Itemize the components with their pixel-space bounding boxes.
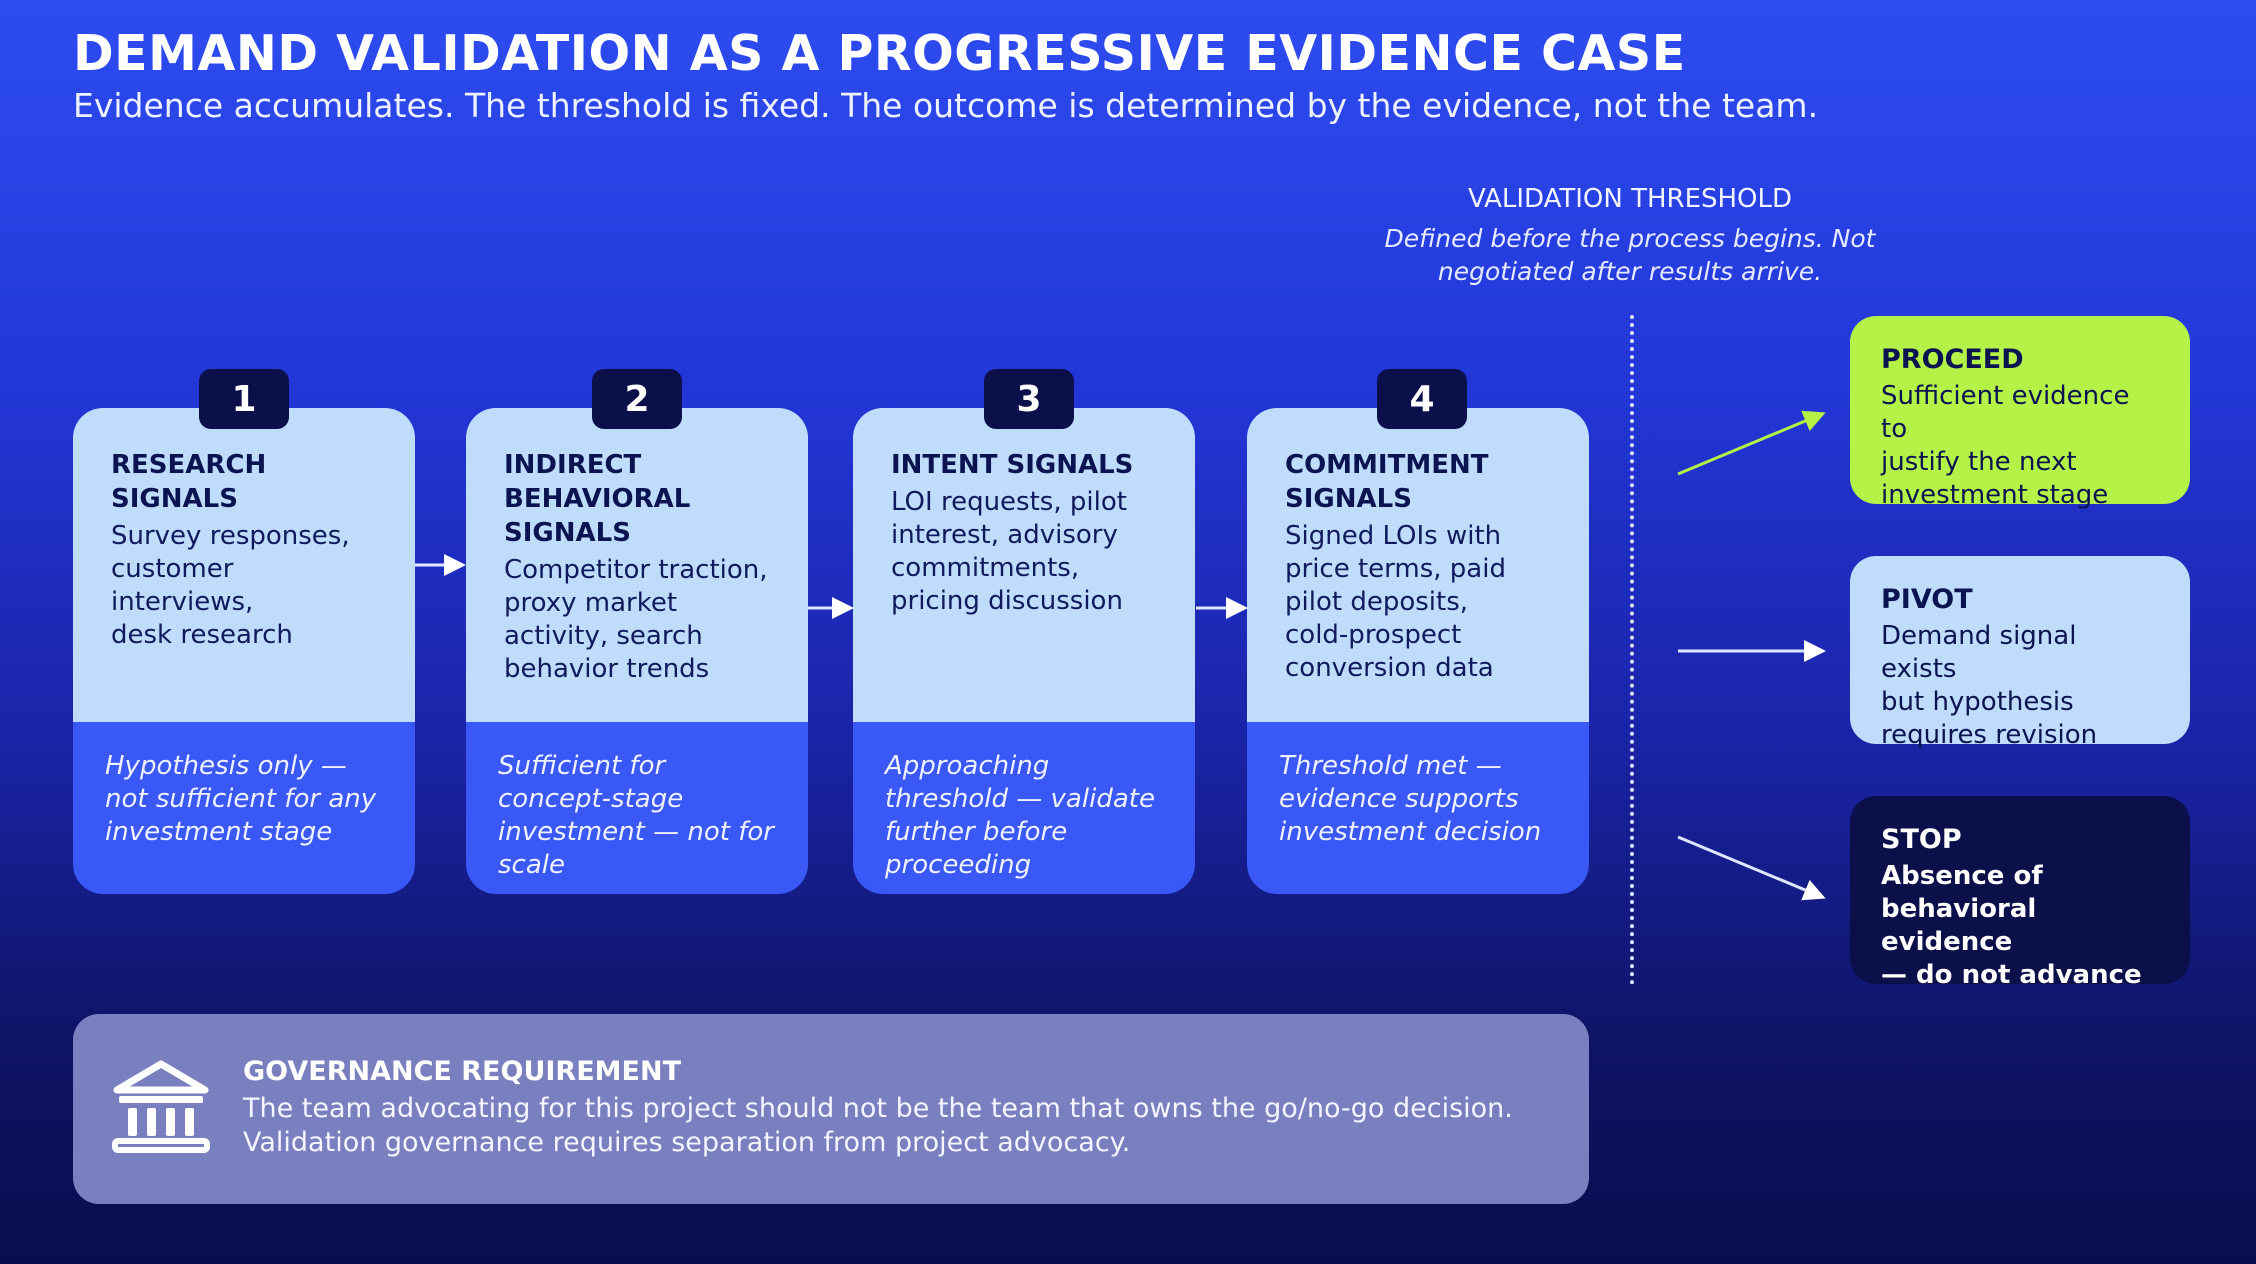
stage-assessment: Sufficient for concept-stage investment … [498,751,774,880]
stage-assessment: Approaching threshold — validate further… [885,751,1155,880]
page-subtitle: Evidence accumulates. The threshold is f… [73,86,1819,125]
stage-title: INTENT SIGNALS [891,450,1134,480]
governance-title: GOVERNANCE REQUIREMENT [243,1056,681,1087]
governance-panel: GOVERNANCE REQUIREMENT The team advocati… [73,1014,1589,1204]
stage-card-top: INDIRECT BEHAVIORAL SIGNALS Competitor t… [466,408,808,722]
stage-title: COMMITMENT SIGNALS [1285,450,1489,514]
stage-title: RESEARCH SIGNALS [111,450,267,514]
outcome-description: Demand signal exists but hypothesis requ… [1881,621,2098,750]
stage-card-top: COMMITMENT SIGNALS Signed LOIs with pric… [1247,408,1589,722]
outcome-pivot: PIVOT Demand signal exists but hypothesi… [1850,556,2190,750]
stage-assessment: Hypothesis only — not sufficient for any… [105,751,377,847]
governance-text: The team advocating for this project sho… [243,1093,1513,1158]
outcome-title: PIVOT [1881,584,1973,615]
page-title: DEMAND VALIDATION AS A PROGRESSIVE EVIDE… [73,25,1686,82]
stage-card-top: INTENT SIGNALS LOI requests, pilot inter… [853,408,1195,722]
bank-icon [112,1060,210,1153]
stage-description: Signed LOIs with price terms, paid pilot… [1285,521,1506,683]
stage-number-badge: 2 [592,369,682,429]
stage-description: Competitor traction, proxy market activi… [504,555,768,684]
outcome-proceed: PROCEED Sufficient evidence to justify t… [1850,316,2190,510]
stage-card-indirect-behavioral: INDIRECT BEHAVIORAL SIGNALS Competitor t… [466,408,808,894]
threshold-title: VALIDATION THRESHOLD [1467,184,1793,214]
outcome-stop: STOP Absence of behavioral evidence — do… [1850,796,2190,990]
stage-card-research: RESEARCH SIGNALS Survey responses, custo… [73,408,415,894]
stage-card-intent: INTENT SIGNALS LOI requests, pilot inter… [853,408,1195,894]
arrow-to-stop [1677,835,1826,901]
stage-description: LOI requests, pilot interest, advisory c… [891,487,1127,616]
stage-number-badge: 4 [1377,369,1467,429]
threshold-note: Defined before the process begins. Not n… [1384,224,1876,286]
stage-title: INDIRECT BEHAVIORAL SIGNALS [504,450,691,548]
arrow-to-proceed [1677,410,1826,476]
stage-card-commitment: COMMITMENT SIGNALS Signed LOIs with pric… [1247,408,1589,894]
outcome-description: Absence of behavioral evidence — do not … [1881,861,2142,990]
stage-assessment: Threshold met — evidence supports invest… [1279,751,1542,847]
stage-number-badge: 1 [199,369,289,429]
stage-number-badge: 3 [984,369,1074,429]
threshold-line [1630,315,1634,985]
stage-description: Survey responses, customer interviews, d… [111,521,350,650]
stage-card-top: RESEARCH SIGNALS Survey responses, custo… [73,408,415,722]
outcome-title: STOP [1881,824,1962,855]
outcome-title: PROCEED [1881,344,2024,375]
outcome-description: Sufficient evidence to justify the next … [1881,381,2130,510]
